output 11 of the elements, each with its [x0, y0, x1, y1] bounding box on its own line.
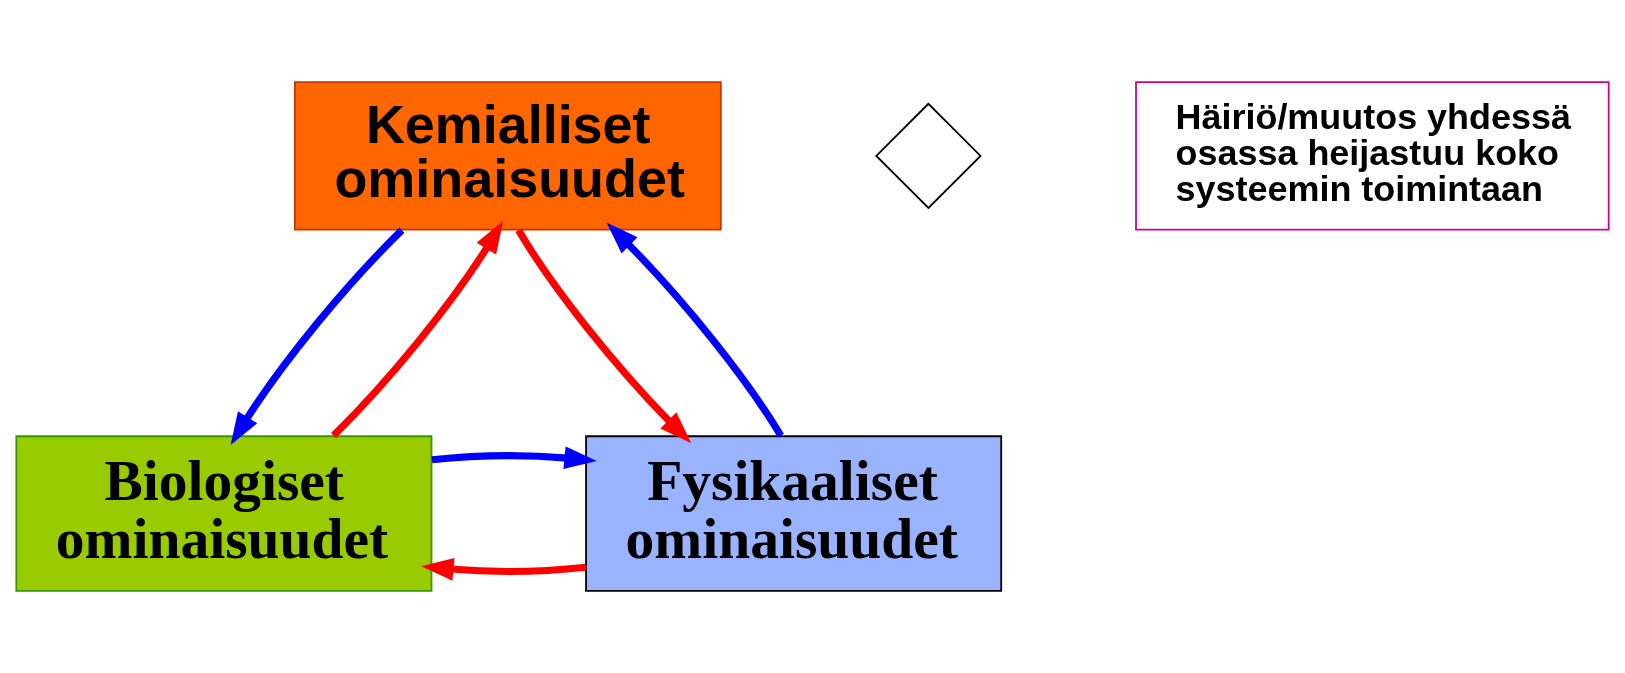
node-box: Häiriö/muutos yhdessä osassa heijastuu koko systeemin toimintaan: [1135, 81, 1610, 231]
node-box: Kemialliset ominaisuudet: [294, 81, 722, 231]
arrow: [606, 222, 784, 438]
arrow: [431, 446, 597, 470]
arrow: [421, 558, 587, 581]
node-cross: [875, 102, 982, 210]
arrow: [230, 227, 405, 445]
arrow: [330, 220, 504, 439]
node-box: Fysikaaliset ominaisuudet: [585, 435, 1003, 592]
node-box: Biologiset ominaisuudet: [15, 435, 433, 592]
arrow: [515, 228, 692, 444]
